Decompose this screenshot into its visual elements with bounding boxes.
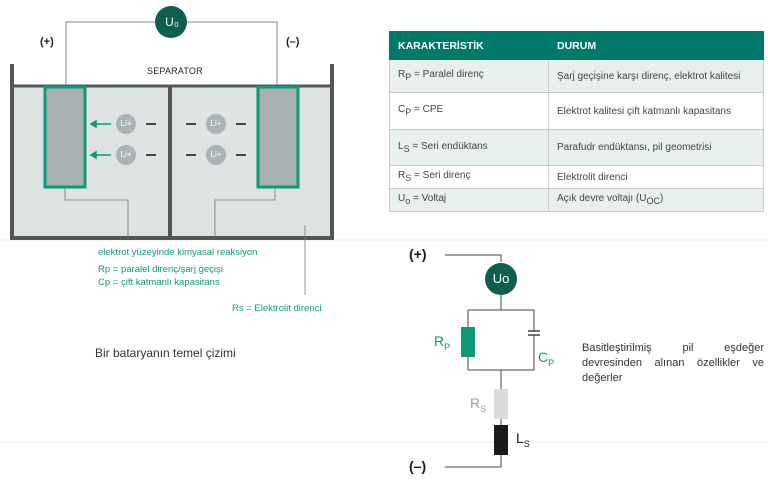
right-electrode	[256, 85, 300, 189]
cp-label: Cp = çift katmanlı kapasitans	[98, 277, 220, 288]
table-cell: CP = CPE	[389, 92, 549, 130]
table-cell: RP = Paralel direnç	[389, 59, 549, 93]
separator-label: SEPARATOR	[147, 66, 203, 76]
battery-plus-terminal: (+)	[40, 36, 54, 48]
rs-resistor	[494, 389, 508, 419]
equivalent-circuit	[445, 254, 540, 468]
battery-caption: Bir bataryanın temel çizimi	[95, 346, 236, 360]
table-row: LS = Seri endüktans Parafudr endüktansı,…	[389, 129, 764, 166]
table-row: RP = Paralel direnç Şarj geçişine karşı …	[389, 59, 764, 93]
ion-label: Li+	[120, 119, 132, 128]
table-row: CP = CPE Elektrot kalitesi çift katmanlı…	[389, 92, 764, 130]
leader-lines	[64, 187, 306, 295]
ion-label: Li+	[210, 119, 222, 128]
left-electrode	[43, 85, 87, 189]
rp-resistor	[461, 327, 475, 357]
rp-label: Rp = paralel direnç/şarj geçişi	[98, 264, 223, 275]
table-row: RS = Seri direnç Elektrolit direnci	[389, 165, 764, 189]
table-cell: Parafudr endüktansı, pil geometrisi	[548, 129, 764, 166]
cp-symbol: CP	[538, 349, 555, 368]
rs-symbol: RS	[470, 395, 487, 414]
ion-label: Li+	[120, 150, 132, 159]
characteristics-table: KARAKTERİSTİK DURUM RP = Paralel direnç …	[389, 31, 764, 212]
circuit-uo-source	[485, 263, 517, 295]
table-cell: Uo = Voltaj	[389, 188, 549, 212]
uo-source	[155, 6, 187, 38]
reaction-label: elektrot yüzeyinde kimyasal reaksiyon	[98, 247, 258, 258]
circuit-uo-label: Uo	[492, 271, 510, 286]
table-cell: Şarj geçişine karşı direnç, elektrot kal…	[548, 59, 764, 93]
circuit-minus-terminal: (–)	[409, 458, 427, 474]
table-header-state: DURUM	[548, 31, 764, 60]
ls-symbol: LS	[516, 430, 530, 449]
ion-label: Li+	[210, 150, 222, 159]
table-cell: Elektrot kalitesi çift katmanlı kapasita…	[548, 92, 764, 130]
ion-arrows	[89, 119, 111, 160]
table-cell: Açık devre voltajı (UOC)	[548, 188, 764, 212]
circuit-plus-terminal: (+)	[409, 246, 427, 262]
table-row: Uo = Voltaj Açık devre voltajı (UOC)	[389, 188, 764, 212]
ls-inductor	[494, 425, 508, 455]
circuit-description: Basitleştirilmiş pil eşdeğer devresinden…	[582, 342, 764, 384]
uo-label: U₀	[165, 15, 179, 29]
table-cell: LS = Seri endüktans	[389, 129, 549, 166]
rp-symbol: RP	[434, 333, 451, 352]
table-cell: RS = Seri direnç	[389, 165, 549, 189]
table-header-characteristic: KARAKTERİSTİK	[389, 31, 549, 60]
rs-label: Rs = Elektrolit direnci	[232, 303, 322, 314]
table-cell: Elektrolit direnci	[548, 165, 764, 189]
ions	[116, 114, 246, 165]
battery-minus-terminal: (–)	[286, 36, 300, 48]
